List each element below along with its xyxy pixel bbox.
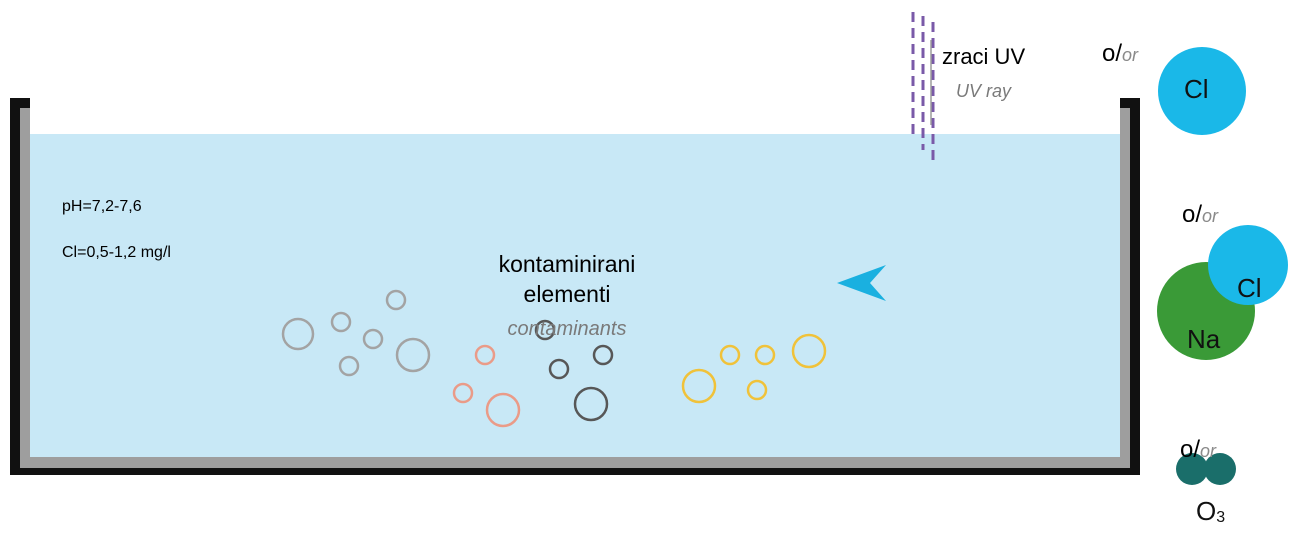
ph-label: pH=7,2-7,6 [62, 198, 142, 215]
chloride-atom-label: Cl [1237, 273, 1262, 303]
uv-sublabel: UV ray [956, 81, 1012, 101]
bubble [281, 317, 315, 351]
bubble [338, 355, 360, 377]
contaminants-title-line2: elementi [523, 281, 611, 307]
bubble [791, 333, 827, 369]
bubble [474, 344, 496, 366]
oxygen-atom [1204, 453, 1236, 485]
bubble [534, 319, 556, 341]
contaminant-group-grey [281, 289, 431, 377]
ozone-formula: O3 [1196, 496, 1226, 526]
contaminant-group-dark [534, 319, 614, 422]
contaminants-subtitle: contaminants [507, 318, 627, 340]
ozone-molecule [1176, 453, 1236, 485]
bubble [362, 328, 384, 350]
chlorine-concentration-label: Cl=0,5-1,2 mg/l [62, 244, 171, 261]
pool-tank [10, 98, 1140, 475]
bubble [754, 344, 776, 366]
bubble [548, 358, 570, 380]
contaminant-group-salmon [452, 344, 521, 428]
chlorine-atom-label: Cl [1184, 74, 1209, 104]
bubble [330, 311, 352, 333]
bubble [385, 289, 407, 311]
arrow-icon [837, 265, 886, 301]
bubble [681, 368, 717, 404]
or-separator-3: o/or [1180, 436, 1217, 463]
bubble [485, 392, 521, 428]
contaminants-title-line1: kontaminirani [498, 251, 636, 277]
bubble [746, 379, 768, 401]
bubble [395, 337, 431, 373]
chlorine-atom [1158, 47, 1246, 135]
contaminant-group-yellow [681, 333, 827, 404]
tank-air-gap [30, 98, 1120, 134]
uv-ray-lines [911, 12, 935, 160]
oxygen-atom [1176, 453, 1208, 485]
or-separator-1: o/or [1102, 40, 1139, 67]
sodium-atom-label: Na [1187, 324, 1221, 354]
bubble [573, 386, 609, 422]
sodium-chloride-molecule [1157, 225, 1288, 360]
bubble [719, 344, 741, 366]
uv-label: zraci UV [942, 44, 1026, 69]
bubble [452, 382, 474, 404]
chloride-atom [1208, 225, 1288, 305]
or-separator-2: o/or [1182, 201, 1219, 228]
bubble [592, 344, 614, 366]
